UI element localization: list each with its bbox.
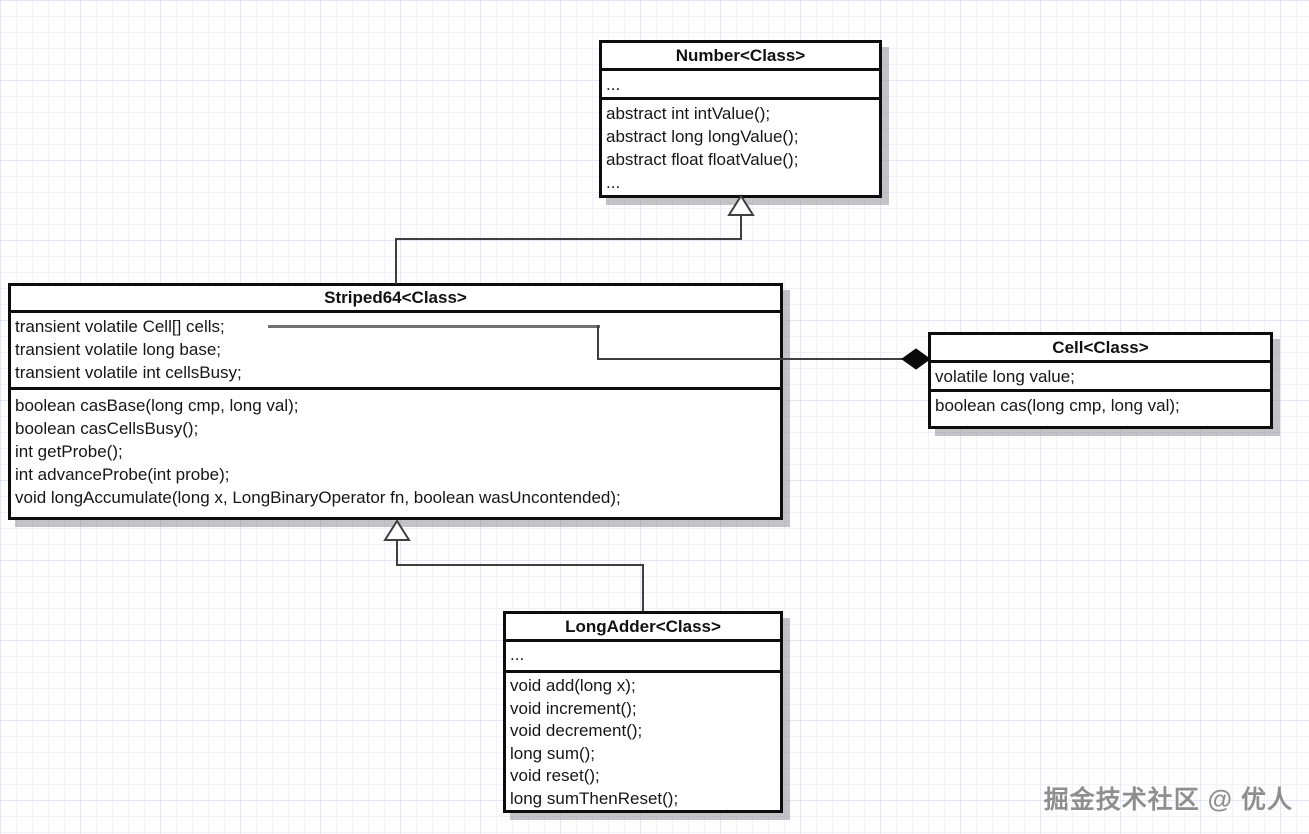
class-methods-section: boolean cas(long cmp, long val); [931, 392, 1270, 426]
watermark-text: 掘金技术社区 @ 优人 [1043, 786, 1293, 814]
class-title: Number<Class> [602, 43, 879, 71]
method-line: ... [606, 173, 621, 192]
connector-segment [642, 564, 644, 611]
field-line: transient volatile Cell[] cells; [15, 317, 225, 336]
method-line: long sumThenReset(); [510, 788, 679, 808]
class-box-number: Number<Class> ... abstract int intValue(… [599, 40, 882, 198]
class-fields-section: ... [506, 642, 780, 673]
field-line: ... [606, 75, 621, 94]
connector-segment [396, 540, 398, 566]
method-line: void reset(); [510, 766, 600, 785]
method-line: int advanceProbe(int probe); [15, 465, 230, 484]
method-line: abstract float floatValue(); [606, 150, 799, 169]
class-fields-section: transient volatile Cell[] cells; transie… [11, 313, 780, 390]
connector-segment [395, 238, 742, 240]
class-title: Cell<Class> [931, 335, 1270, 363]
connector-segment [597, 325, 599, 360]
method-line: boolean casBase(long cmp, long val); [15, 396, 299, 415]
method-line: abstract long longValue(); [606, 127, 799, 146]
method-line: int getProbe(); [15, 442, 123, 461]
class-box-longadder: LongAdder<Class> ... void add(long x); v… [503, 611, 783, 813]
method-line: void decrement(); [510, 721, 643, 740]
field-line: transient volatile int cellsBusy; [15, 363, 242, 382]
class-methods-section: abstract int intValue(); abstract long l… [602, 100, 879, 195]
class-box-striped64: Striped64<Class> transient volatile Cell… [8, 283, 783, 520]
method-line: abstract int intValue(); [606, 104, 771, 123]
connector-segment [396, 564, 644, 566]
field-line: volatile long value; [935, 367, 1075, 386]
method-line: long sum(); [510, 743, 596, 763]
field-line: ... [510, 645, 525, 664]
connector-segment [268, 325, 600, 328]
method-line: boolean cas(long cmp, long val); [935, 396, 1180, 415]
composition-diamond-icon [901, 348, 931, 370]
class-fields-section: volatile long value; [931, 363, 1270, 392]
method-line: void longAccumulate(long x, LongBinaryOp… [15, 488, 621, 507]
connector-segment [740, 213, 742, 240]
class-title: Striped64<Class> [11, 286, 780, 313]
class-title: LongAdder<Class> [506, 614, 780, 642]
connector-segment [597, 358, 909, 360]
connector-segment [395, 238, 397, 284]
class-methods-section: void add(long x); void increment(); void… [506, 673, 780, 810]
inheritance-arrow-icon [383, 519, 411, 541]
class-fields-section: ... [602, 71, 879, 100]
method-line: void increment(); [510, 698, 637, 718]
method-line: boolean casCellsBusy(); [15, 419, 199, 438]
method-line: void add(long x); [510, 676, 636, 695]
inheritance-arrow-icon [727, 194, 755, 216]
class-box-cell: Cell<Class> volatile long value; boolean… [928, 332, 1273, 429]
class-methods-section: boolean casBase(long cmp, long val); boo… [11, 390, 780, 517]
field-line: transient volatile long base; [15, 340, 222, 359]
